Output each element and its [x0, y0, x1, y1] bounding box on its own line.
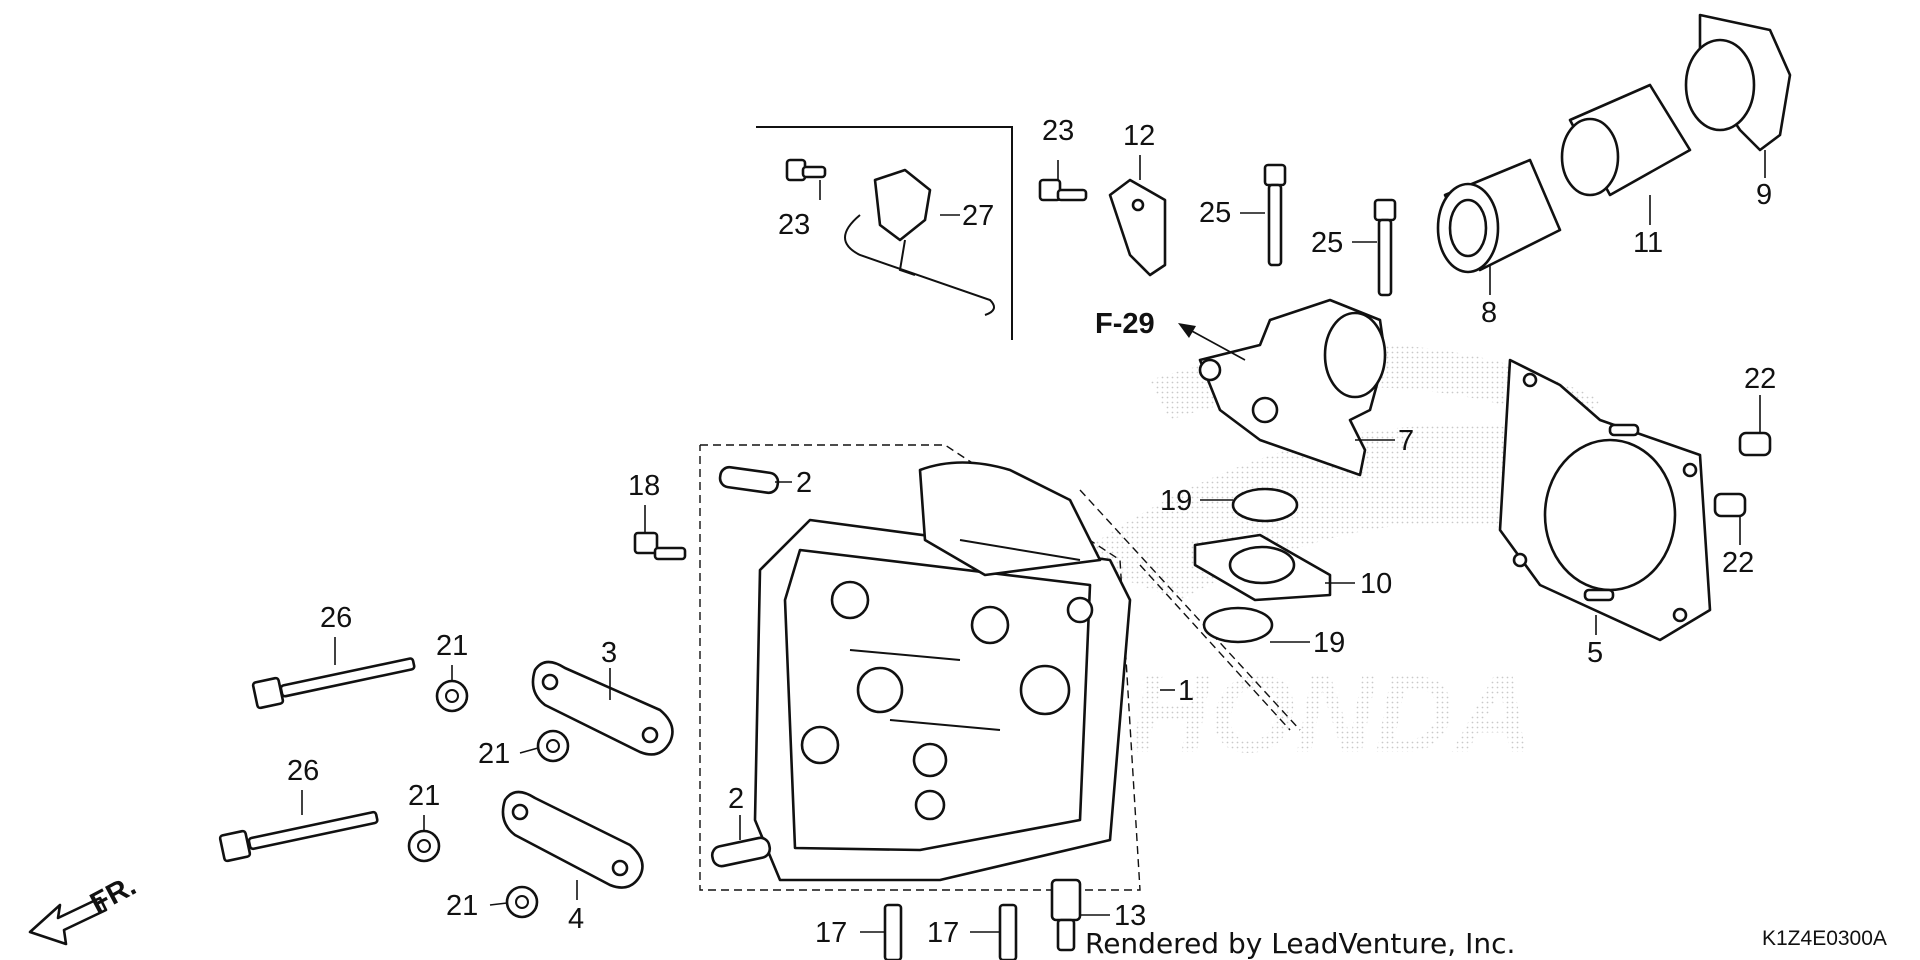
callout-7: 7	[1398, 425, 1414, 457]
callout-18: 18	[628, 470, 660, 502]
part-25-bolt-a[interactable]	[1263, 163, 1287, 267]
callout-9: 9	[1756, 179, 1772, 211]
callout-21-c: 21	[408, 780, 440, 812]
reference-arrow	[1178, 323, 1246, 361]
part-21-nut-a[interactable]	[435, 679, 469, 713]
part-17-stud-a[interactable]	[883, 903, 903, 960]
callout-22-upper: 22	[1744, 363, 1776, 395]
callout-2-upper: 2	[796, 467, 812, 499]
inset-frame	[756, 126, 1013, 340]
part-27-clip[interactable]	[844, 168, 995, 316]
part-21-nut-b[interactable]	[536, 729, 570, 763]
callout-3: 3	[601, 637, 617, 669]
callout-21-a: 21	[436, 630, 468, 662]
part-25-bolt-b[interactable]	[1373, 198, 1397, 297]
part-3-plate[interactable]	[531, 660, 674, 756]
part-26-bolt-lower[interactable]	[218, 810, 379, 863]
part-19-o-ring-lower[interactable]	[1202, 606, 1274, 644]
front-direction-arrow	[28, 896, 108, 946]
callout-11: 11	[1633, 227, 1663, 259]
part-9-throttle-body[interactable]	[1684, 13, 1792, 152]
part-8-insulator[interactable]	[1436, 158, 1562, 274]
part-23-bolt-a[interactable]	[785, 158, 827, 182]
callout-27: 27	[962, 200, 994, 232]
svg-text:HONDA: HONDA	[1130, 653, 1533, 776]
callout-22-lower: 22	[1722, 547, 1754, 579]
callout-17-b: 17	[927, 917, 959, 949]
part-5-gasket[interactable]	[1498, 358, 1712, 642]
part-19-o-ring-upper[interactable]	[1231, 487, 1299, 523]
callout-23-a: 23	[778, 209, 810, 241]
part-11-band[interactable]	[1560, 83, 1692, 197]
credit-text: Rendered by LeadVenture, Inc.	[1085, 927, 1515, 960]
callout-13: 13	[1114, 900, 1146, 932]
callout-17-a: 17	[815, 917, 847, 949]
callout-23-b: 23	[1042, 115, 1074, 147]
callout-2-lower: 2	[728, 783, 744, 815]
part-4-plate[interactable]	[501, 790, 644, 889]
callout-25-a: 25	[1199, 197, 1231, 229]
part-17-stud-b[interactable]	[998, 903, 1018, 960]
callout-10: 10	[1360, 568, 1392, 600]
callout-12: 12	[1123, 120, 1155, 152]
part-7-intake-manifold[interactable]	[1198, 298, 1387, 477]
part-10-insulator-plate[interactable]	[1193, 533, 1332, 602]
callout-21-b: 21	[478, 738, 510, 770]
part-13-spark-plug[interactable]	[1050, 878, 1082, 952]
diagram-code: K1Z4E0300A	[1762, 927, 1887, 950]
cylinder-head-dashed-frame	[699, 444, 1301, 891]
part-26-bolt-upper[interactable]	[251, 657, 416, 710]
reference-label[interactable]: F-29	[1095, 308, 1155, 340]
part-22-dowel-upper[interactable]	[1738, 431, 1772, 457]
callout-8: 8	[1481, 297, 1497, 329]
callout-5: 5	[1587, 637, 1603, 669]
callout-19-upper: 19	[1160, 485, 1192, 517]
callout-26-upper: 26	[320, 602, 352, 634]
callout-25-b: 25	[1311, 227, 1343, 259]
callout-4: 4	[568, 903, 584, 935]
part-1-cylinder-head[interactable]	[753, 461, 1132, 882]
callout-21-d: 21	[446, 890, 478, 922]
part-21-nut-d[interactable]	[505, 885, 539, 919]
leader-lines	[301, 150, 1766, 933]
part-2-valve-guide-upper[interactable]	[718, 465, 780, 495]
callout-19-lower: 19	[1313, 627, 1345, 659]
part-18-stud-bolt[interactable]	[633, 531, 687, 561]
callout-26-lower: 26	[287, 755, 319, 787]
part-23-bolt-b[interactable]	[1038, 178, 1088, 202]
callout-labels: 1 2 2 3 4 5 7 8 9 10 11 12 13 17 17 18 1…	[287, 115, 1776, 949]
part-2-valve-guide-lower[interactable]	[710, 836, 772, 868]
callout-1: 1	[1178, 675, 1194, 707]
part-21-nut-c[interactable]	[407, 829, 441, 863]
part-22-dowel-lower[interactable]	[1713, 492, 1747, 518]
part-12-bracket[interactable]	[1108, 178, 1167, 277]
